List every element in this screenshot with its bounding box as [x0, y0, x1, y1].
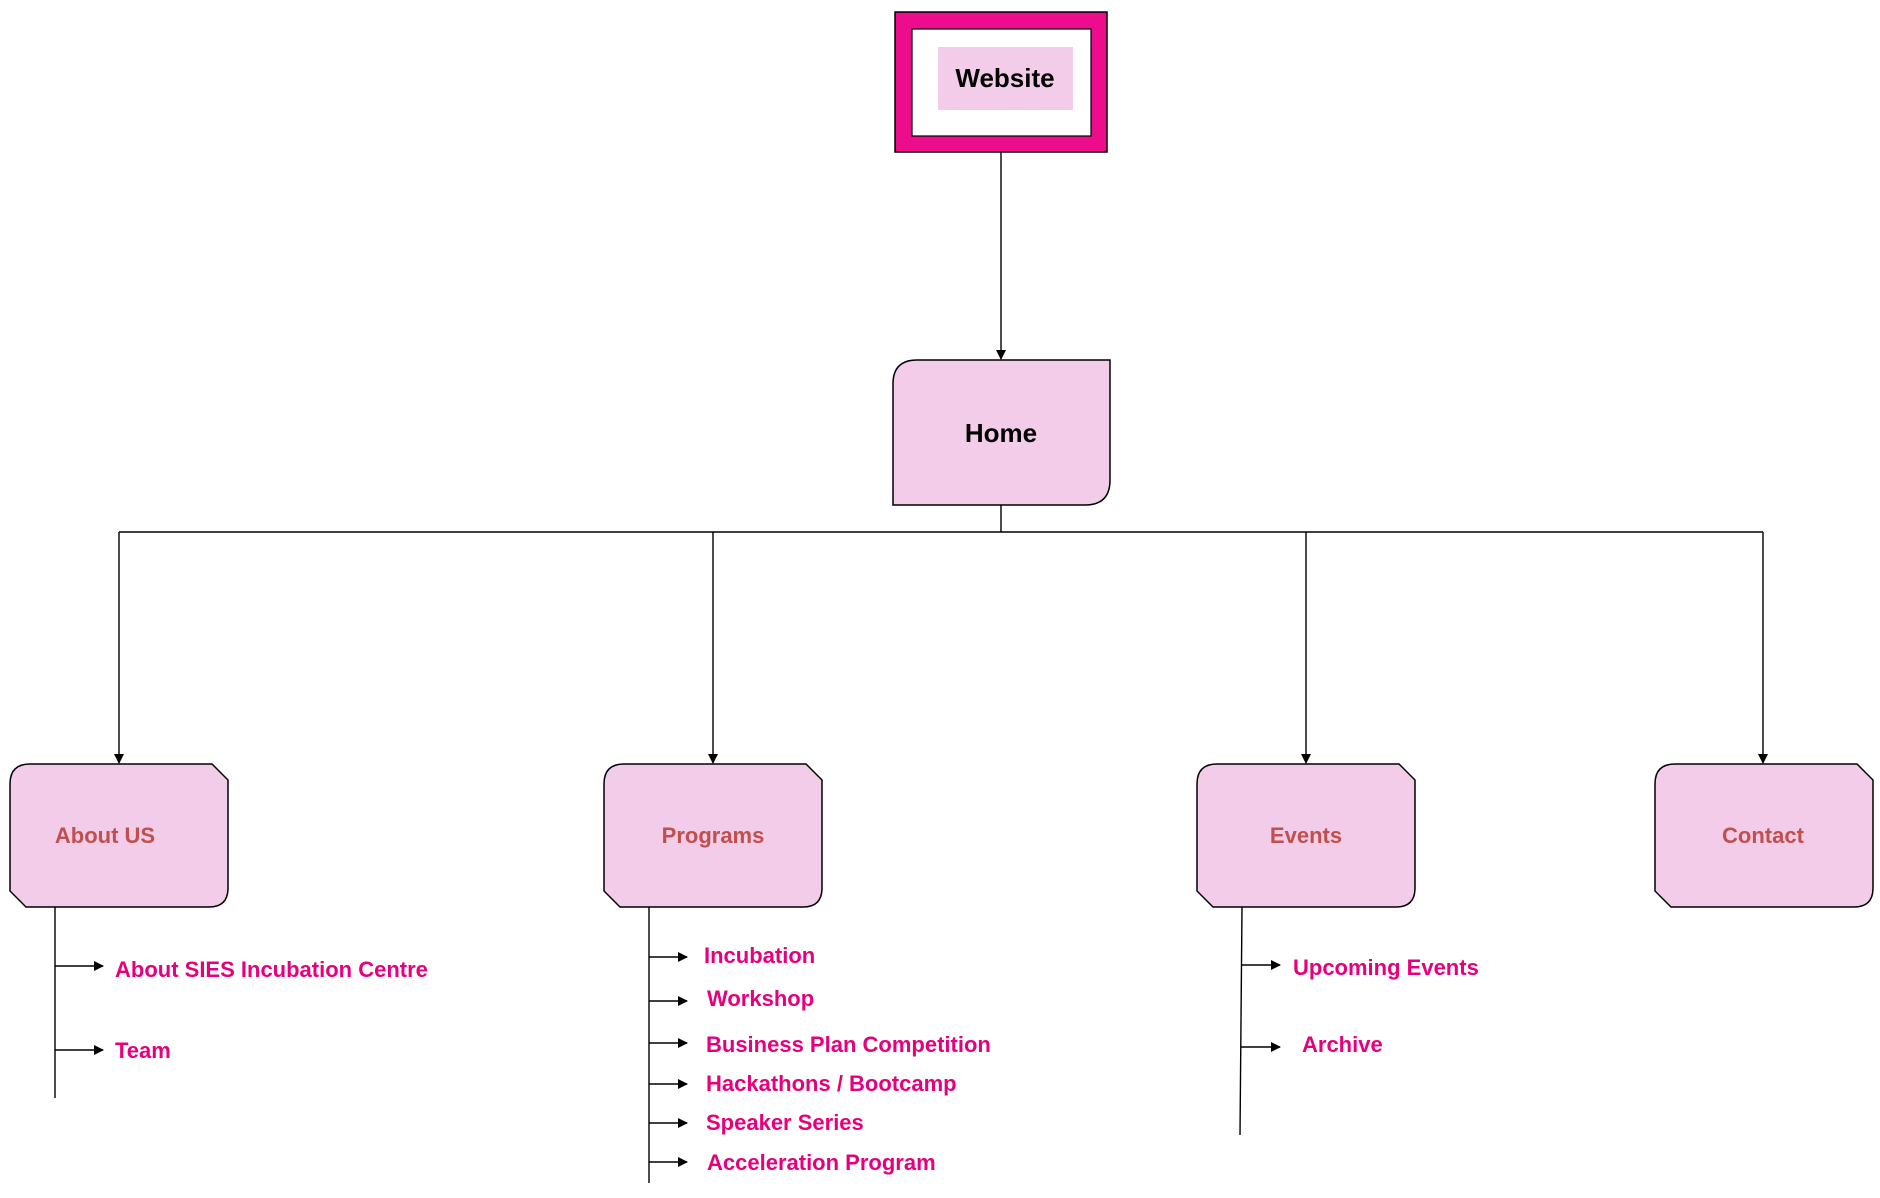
section-box-contact [1654, 763, 1874, 908]
about-children: About SIES Incubation Centre Team [54, 907, 428, 1098]
section-node-about: About US [9, 763, 229, 908]
about-child-label-1: About SIES Incubation Centre [115, 957, 428, 982]
programs-child-label-5: Speaker Series [706, 1110, 864, 1135]
home-connectors [114, 505, 1768, 764]
home-label: Home [965, 418, 1037, 448]
section-box-events [1196, 763, 1416, 908]
programs-child-label-1: Incubation [704, 943, 815, 968]
section-label-programs: Programs [662, 823, 765, 848]
programs-child-label-2: Workshop [707, 986, 814, 1011]
events-child-label-1: Upcoming Events [1293, 955, 1479, 980]
events-child-label-2: Archive [1302, 1032, 1383, 1057]
programs-children: Incubation Workshop Business Plan Compet… [648, 907, 991, 1183]
programs-child-label-6: Acceleration Program [707, 1150, 936, 1175]
events-trunk-line [1239, 906, 1243, 1136]
section-node-events: Events [1196, 763, 1416, 908]
events-children: Upcoming Events Archive [1239, 906, 1479, 1136]
programs-child-label-3: Business Plan Competition [706, 1032, 991, 1057]
home-node: Home [892, 359, 1111, 506]
section-label-contact: Contact [1722, 823, 1805, 848]
root-label: Website [955, 63, 1054, 93]
programs-child-label-4: Hackathons / Bootcamp [706, 1071, 957, 1096]
root-node: Website [894, 11, 1108, 153]
section-box-about [9, 763, 229, 908]
section-label-about: About US [55, 823, 155, 848]
section-node-contact: Contact [1654, 763, 1874, 908]
section-node-programs: Programs [603, 763, 823, 908]
home-box [892, 359, 1111, 506]
section-label-events: Events [1270, 823, 1342, 848]
about-child-label-2: Team [115, 1038, 171, 1063]
section-box-programs [603, 763, 823, 908]
root-label-bg [938, 47, 1073, 110]
